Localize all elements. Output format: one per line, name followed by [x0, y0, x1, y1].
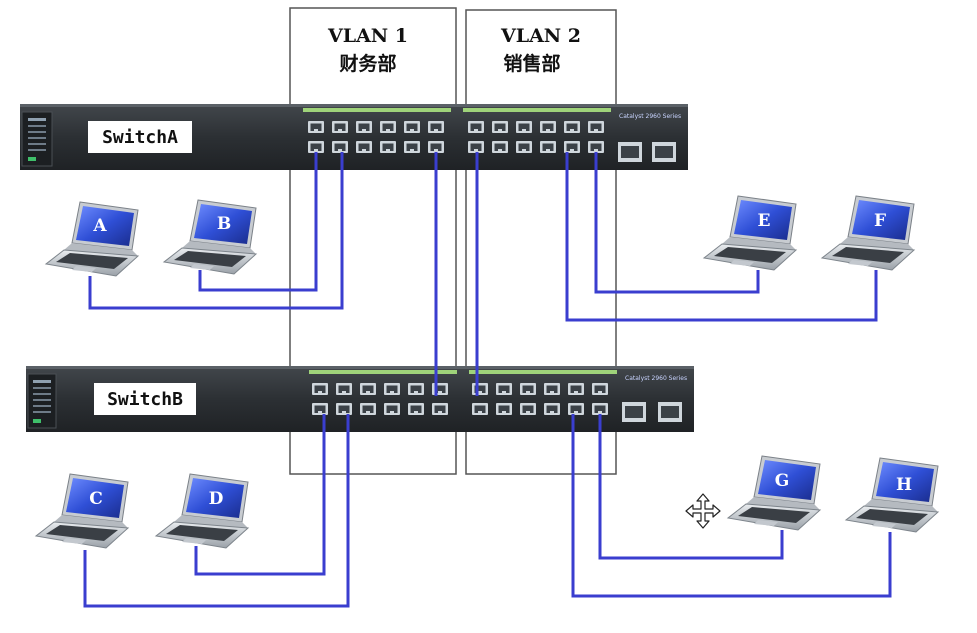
laptop-e-label: E [758, 211, 771, 231]
vlan2-dept: 销售部 [503, 52, 560, 75]
vlan1-name: VLAN 1 [327, 25, 408, 47]
vlan1-box: VLAN 1 财务部 [289, 7, 457, 475]
laptop-a: A [45, 201, 139, 277]
cable-h [571, 414, 892, 598]
switch-a-label-box [88, 121, 192, 153]
cable-d [194, 414, 326, 576]
laptop-f-label: F [874, 211, 886, 231]
laptop-g: G [727, 455, 821, 531]
cable-e [594, 152, 760, 294]
switch-a-uplinks [618, 142, 676, 162]
cable-g [598, 414, 784, 560]
switch-b: SwitchB Catalyst 2960 Series [26, 366, 694, 432]
switch-a-label: SwitchA [102, 127, 178, 148]
laptop-h-label: H [896, 475, 912, 495]
vlan1-dept: 财务部 [339, 52, 396, 75]
laptop-g-label: G [775, 471, 790, 491]
cable-b [198, 152, 318, 292]
laptop-a-label: A [92, 216, 107, 236]
switch-b-uplinks [622, 402, 682, 422]
move-cursor-icon[interactable] [685, 493, 721, 529]
cable-f [565, 152, 878, 322]
laptop-b: B [163, 199, 257, 275]
switch-b-brand: Catalyst 2960 Series [625, 375, 687, 382]
laptop-c-label: C [89, 489, 103, 509]
cable-a [88, 152, 344, 310]
laptop-d: D [155, 473, 249, 549]
switch-b-label: SwitchB [107, 389, 183, 410]
laptop-b-label: B [217, 214, 231, 234]
vlan2-name: VLAN 2 [500, 25, 581, 47]
cables [83, 152, 892, 608]
laptop-c: C [35, 473, 129, 549]
vlan2-box: VLAN 2 销售部 [465, 9, 617, 475]
switch-a-brand: Catalyst 2960 Series [619, 113, 681, 120]
laptop-f: F [821, 195, 915, 271]
laptop-e: E [703, 195, 797, 271]
laptop-d-label: D [209, 489, 224, 509]
laptop-h: H [845, 457, 939, 533]
switch-b-label-box [94, 383, 196, 415]
switch-a: SwitchA Catalyst 2960 Series [20, 104, 688, 170]
cable-c [83, 414, 350, 608]
